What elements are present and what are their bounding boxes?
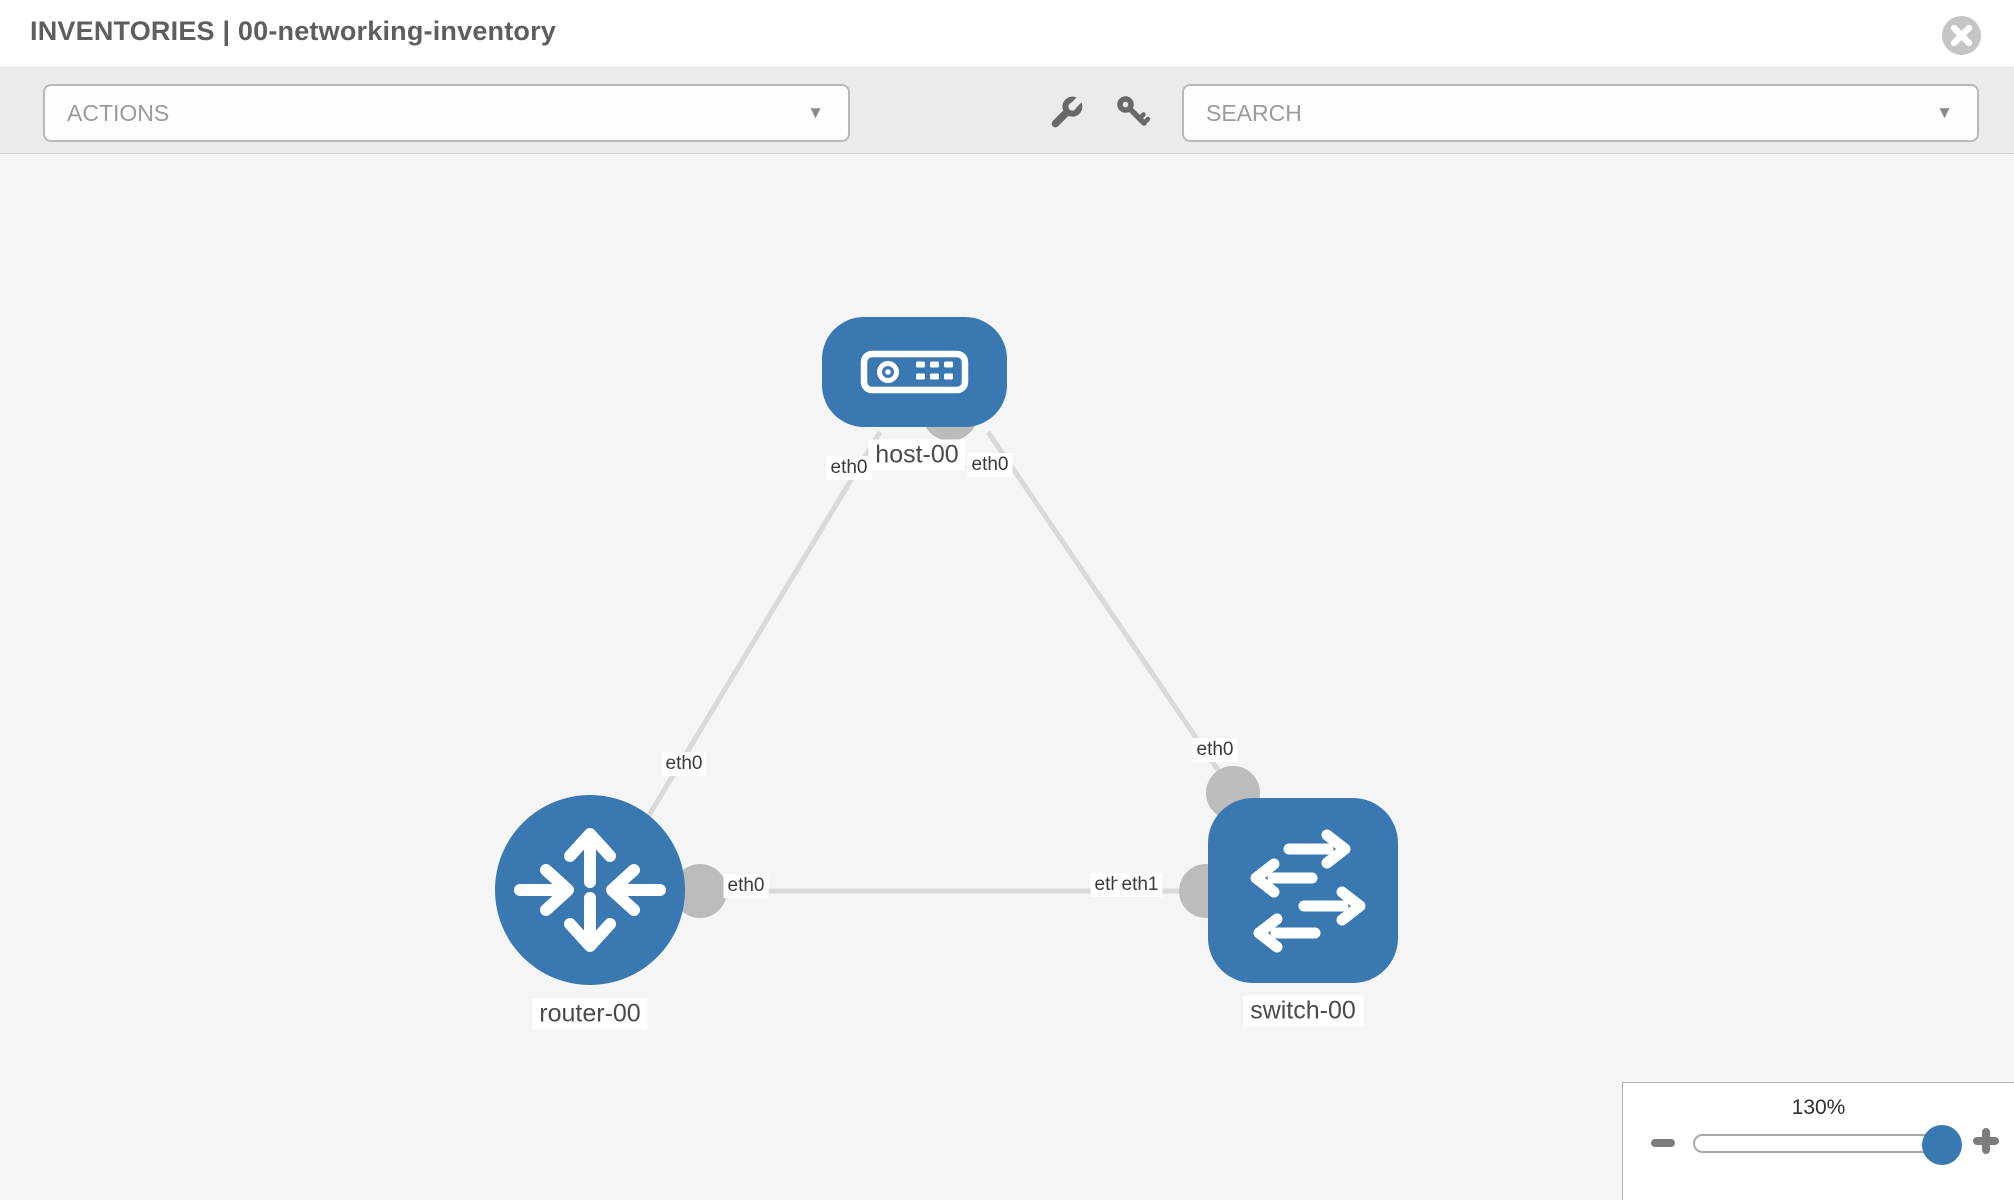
header: INVENTORIES | 00-networking-inventory [0,0,2014,68]
zoom-panel: 130% [1622,1082,2014,1200]
chevron-down-icon: ▼ [1936,103,1953,123]
actions-dropdown[interactable]: ACTIONS ▼ [43,84,850,142]
wrench-icon[interactable] [1046,93,1086,133]
node-switch-00[interactable] [1208,798,1398,983]
port-connector [673,864,727,918]
toolbar: ACTIONS ▼ ▼ [0,68,2014,154]
actions-dropdown-label: ACTIONS [67,99,170,126]
zoom-in-icon[interactable] [1973,1128,1999,1154]
link-host-router[interactable] [642,430,883,824]
chevron-down-icon: ▼ [807,103,824,123]
router-icon [514,828,666,952]
node-router-00[interactable] [495,795,685,985]
page-title: INVENTORIES | 00-networking-inventory [30,16,557,46]
key-icon[interactable] [1114,93,1154,133]
zoom-out-icon[interactable] [1651,1139,1675,1147]
search-input[interactable] [1206,99,1955,127]
zoom-slider[interactable] [1693,1125,1962,1165]
server-icon [860,350,969,394]
zoom-level: 130% [1791,1096,1846,1119]
close-icon[interactable] [1942,16,1981,55]
zoom-slider-thumb[interactable] [1922,1125,1962,1165]
node-host-00[interactable] [822,317,1007,427]
link-host-switch[interactable] [985,430,1236,794]
search-dropdown[interactable]: ▼ [1182,84,1979,142]
switch-icon [1250,829,1366,953]
